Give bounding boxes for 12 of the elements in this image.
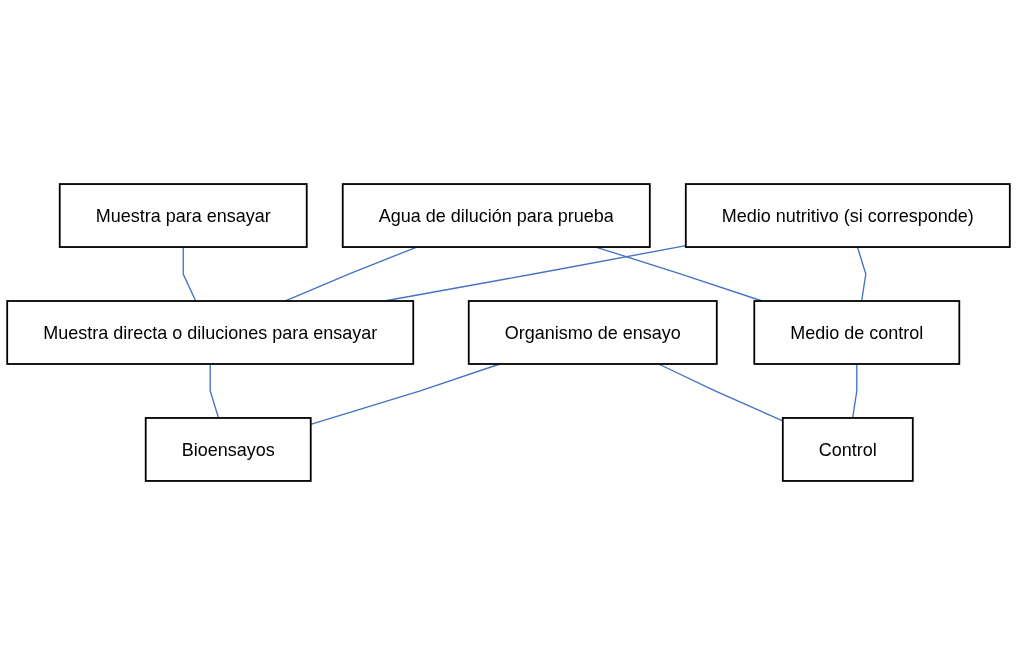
connector [856,246,867,302]
node-box: Bioensayos [144,417,312,482]
node-box: Muestra directa o diluciones para ensayar [6,300,415,365]
connector [182,246,197,302]
node-box: Medio de control [753,300,961,365]
node-box: Control [781,417,914,482]
node-box: Medio nutritivo (si corresponde) [684,183,1011,248]
node-box: Agua de dilución para prueba [341,183,651,248]
connector [851,363,858,419]
node-box: Organismo de ensayo [467,300,718,365]
node-box: Muestra para ensayar [58,183,308,248]
connector [209,363,220,419]
